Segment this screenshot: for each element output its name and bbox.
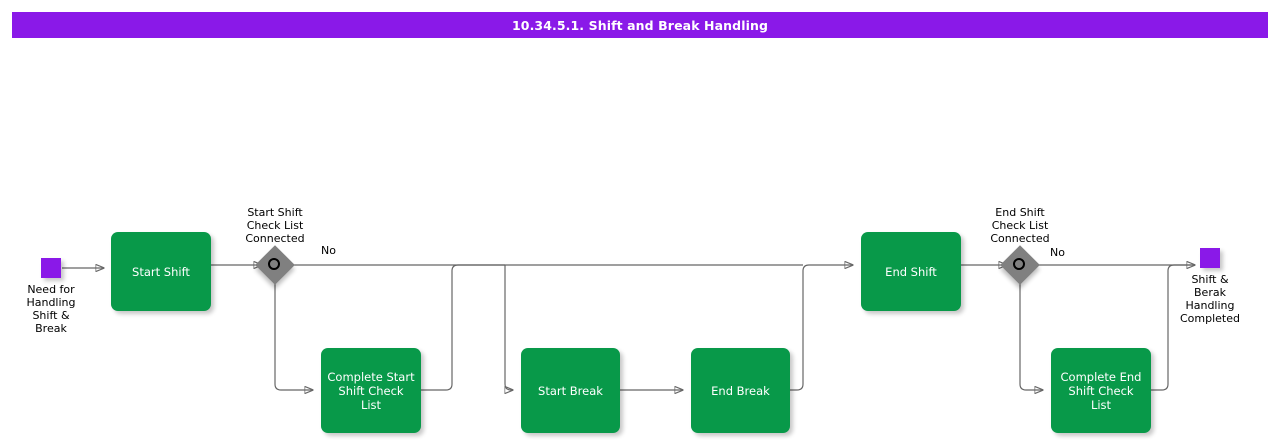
task-start-shift[interactable]: Start Shift xyxy=(111,232,211,311)
task-complete-end-shift-check-list[interactable]: Complete End Shift Check List xyxy=(1051,348,1151,433)
edge-spine-to-start-break xyxy=(504,265,513,390)
gateway-start-shift-check-list-connected[interactable] xyxy=(255,245,295,285)
gateway-end-shift-check-list-connected[interactable] xyxy=(1000,245,1040,285)
edge-gateway1-to-complete-start-checklist xyxy=(274,281,313,390)
task-end-break[interactable]: End Break xyxy=(691,348,790,433)
edge-complete-start-checklist-to-spine xyxy=(421,264,505,391)
gateway-start-branch-label-no: No xyxy=(321,244,336,257)
task-start-break[interactable]: Start Break xyxy=(521,348,620,433)
task-end-shift[interactable]: End Shift xyxy=(861,232,961,311)
gateway-end-branch-label-no: No xyxy=(1050,246,1065,259)
edge-end-break-to-spine xyxy=(790,265,853,391)
task-complete-start-shift-check-list[interactable]: Complete Start Shift Check List xyxy=(321,348,421,433)
edge-gateway2-to-complete-end-checklist xyxy=(1019,281,1043,390)
end-event-label: Shift & Berak Handling Completed xyxy=(1180,273,1240,325)
gateway-end-shift-check-list-label: End Shift Check List Connected xyxy=(990,206,1050,245)
gateway-start-shift-check-list-label: Start Shift Check List Connected xyxy=(245,206,305,245)
edge-complete-end-checklist-to-spine xyxy=(1151,264,1195,391)
start-event-label: Need for Handling Shift & Break xyxy=(26,283,76,335)
start-event-marker[interactable] xyxy=(41,258,61,278)
page-title: 10.34.5.1. Shift and Break Handling xyxy=(12,12,1268,38)
end-event-marker[interactable] xyxy=(1200,248,1220,268)
